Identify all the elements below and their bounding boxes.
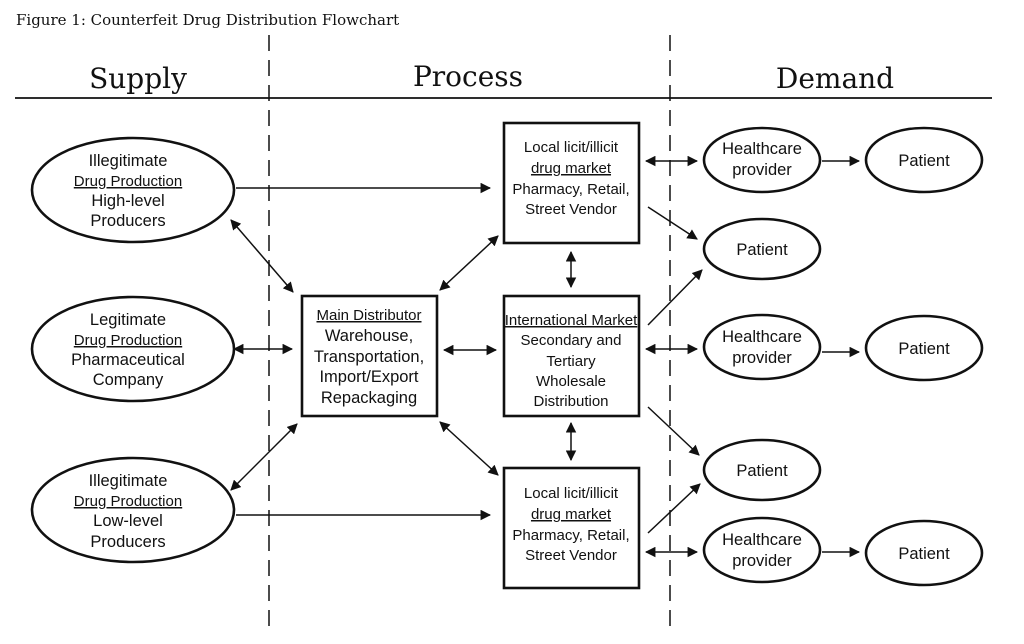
node-label-underlined: Drug Production (74, 493, 182, 510)
node-healthcare-provider-mid: Healthcare provider (702, 313, 822, 381)
node-shape (702, 217, 822, 281)
node-shape (864, 314, 984, 382)
node-shape (502, 466, 641, 590)
edges (230, 155, 861, 558)
edge-local-top-patient-b (647, 206, 698, 240)
node-illegitimate-high-level: Illegitimate Drug Production High-level … (30, 136, 236, 244)
node-label-underlined: drug market (531, 160, 612, 177)
node-label: Wholesale (536, 373, 606, 390)
node-label: Patient (898, 152, 950, 170)
node-label: Legitimate (90, 311, 166, 329)
node-main-distributor: Main Distributor Warehouse, Transportati… (300, 294, 439, 418)
node-label: Healthcare (722, 531, 802, 549)
node-label: Producers (90, 533, 165, 551)
node-title: International Market (505, 312, 638, 329)
node-local-market-bottom: Local licit/illicit drug market Pharmacy… (502, 466, 641, 590)
node-label-underlined: Drug Production (74, 173, 182, 190)
edge-high-main-distributor (230, 219, 294, 293)
edge-main-local-bottom (439, 421, 499, 476)
node-patient-c: Patient (864, 314, 984, 382)
node-shape (300, 294, 439, 418)
node-label: provider (732, 161, 792, 179)
node-legitimate-pharmaceutical: Legitimate Drug Production Pharmaceutica… (30, 295, 236, 403)
node-label: Pharmaceutical (71, 351, 185, 369)
node-label: Illegitimate (89, 472, 168, 490)
node-label: Transportation, (314, 348, 424, 366)
node-label: Low-level (93, 512, 163, 530)
node-local-market-top: Local licit/illicit drug market Pharmacy… (502, 121, 641, 245)
node-label: Local licit/illicit (524, 139, 619, 156)
node-title: Main Distributor (316, 307, 421, 324)
node-international-market: International Market Secondary and Terti… (502, 294, 641, 418)
node-label: Local licit/illicit (524, 485, 619, 502)
node-shape (30, 136, 236, 244)
figure-caption: Figure 1: Counterfeit Drug Distribution … (16, 11, 399, 29)
node-label: Warehouse, (325, 327, 413, 345)
node-label: Company (93, 371, 164, 389)
node-label: Healthcare (722, 140, 802, 158)
edge-international-patient-b (647, 269, 703, 326)
node-label-underlined: drug market (531, 506, 612, 523)
column-header-demand: Demand (776, 62, 894, 95)
edge-international-patient-d (647, 406, 700, 456)
node-shape (502, 294, 641, 418)
node-label: Illegitimate (89, 152, 168, 170)
node-label: Street Vendor (525, 547, 617, 564)
node-patient-d: Patient (702, 438, 822, 502)
node-label: Import/Export (319, 368, 418, 386)
node-illegitimate-low-level: Illegitimate Drug Production Low-level P… (30, 456, 236, 564)
node-patient-e: Patient (864, 519, 984, 587)
node-label: Street Vendor (525, 201, 617, 218)
node-label-underlined: Drug Production (74, 332, 182, 349)
edge-local-bottom-patient-d (647, 483, 701, 534)
node-shape (30, 295, 236, 403)
node-shape (702, 516, 822, 584)
node-shape (702, 313, 822, 381)
node-healthcare-provider-top: Healthcare provider (702, 126, 822, 194)
node-shape (30, 456, 236, 564)
node-label: Healthcare (722, 328, 802, 346)
node-label: Producers (90, 212, 165, 230)
column-header-supply: Supply (89, 62, 187, 95)
node-label: Pharmacy, Retail, (512, 181, 629, 198)
node-shape (864, 126, 984, 194)
node-label: Repackaging (321, 389, 417, 407)
node-label: Patient (736, 462, 788, 480)
node-patient-b: Patient (702, 217, 822, 281)
node-label: Tertiary (546, 353, 596, 370)
column-header-process: Process (413, 60, 523, 93)
node-label: Distribution (533, 393, 608, 410)
node-shape (864, 519, 984, 587)
node-shape (702, 126, 822, 194)
node-label: provider (732, 349, 792, 367)
node-label: Patient (736, 241, 788, 259)
node-healthcare-provider-bottom: Healthcare provider (702, 516, 822, 584)
node-label: Pharmacy, Retail, (512, 527, 629, 544)
node-shape (702, 438, 822, 502)
node-shape (502, 121, 641, 245)
node-patient-a: Patient (864, 126, 984, 194)
edge-low-main-distributor (230, 423, 298, 491)
node-label: Patient (898, 545, 950, 563)
edge-main-local-top (439, 235, 499, 291)
node-label: High-level (91, 192, 164, 210)
node-label: Patient (898, 340, 950, 358)
node-label: Secondary and (521, 332, 622, 349)
node-label: provider (732, 552, 792, 570)
